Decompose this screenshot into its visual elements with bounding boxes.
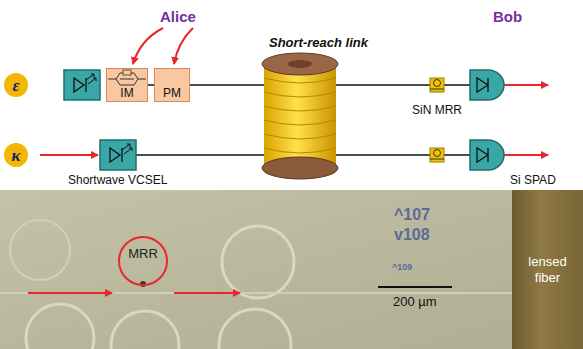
- symbol-circle: κ: [4, 143, 28, 167]
- scale-bar-label: 200 µm: [393, 295, 437, 310]
- node-label: ε: [13, 77, 20, 94]
- modulator-box: PM: [154, 68, 190, 102]
- party-label: Bob: [493, 8, 522, 25]
- node-label: PM: [163, 87, 181, 101]
- party-label: Alice: [160, 8, 196, 25]
- fiber-region: lensed fiber: [512, 190, 583, 349]
- chip-marking: ^107: [394, 206, 430, 224]
- node-label: lensed fiber: [520, 254, 576, 285]
- ring-resonator: MRR: [118, 236, 168, 286]
- node-label: κ: [11, 147, 20, 164]
- component-label: SiN MRR: [412, 104, 462, 118]
- node-label: IM: [120, 87, 133, 101]
- chip-marking: v108: [394, 226, 430, 244]
- symbol-circle: ε: [4, 73, 28, 97]
- node-label: MRR: [128, 247, 158, 260]
- link-label: Short-reach link: [269, 36, 368, 51]
- component-label: Shortwave VCSEL: [68, 174, 167, 188]
- component-label: Si SPAD: [510, 174, 556, 188]
- chip-marking: ^109: [392, 262, 412, 272]
- modulator-box: IM: [106, 68, 148, 102]
